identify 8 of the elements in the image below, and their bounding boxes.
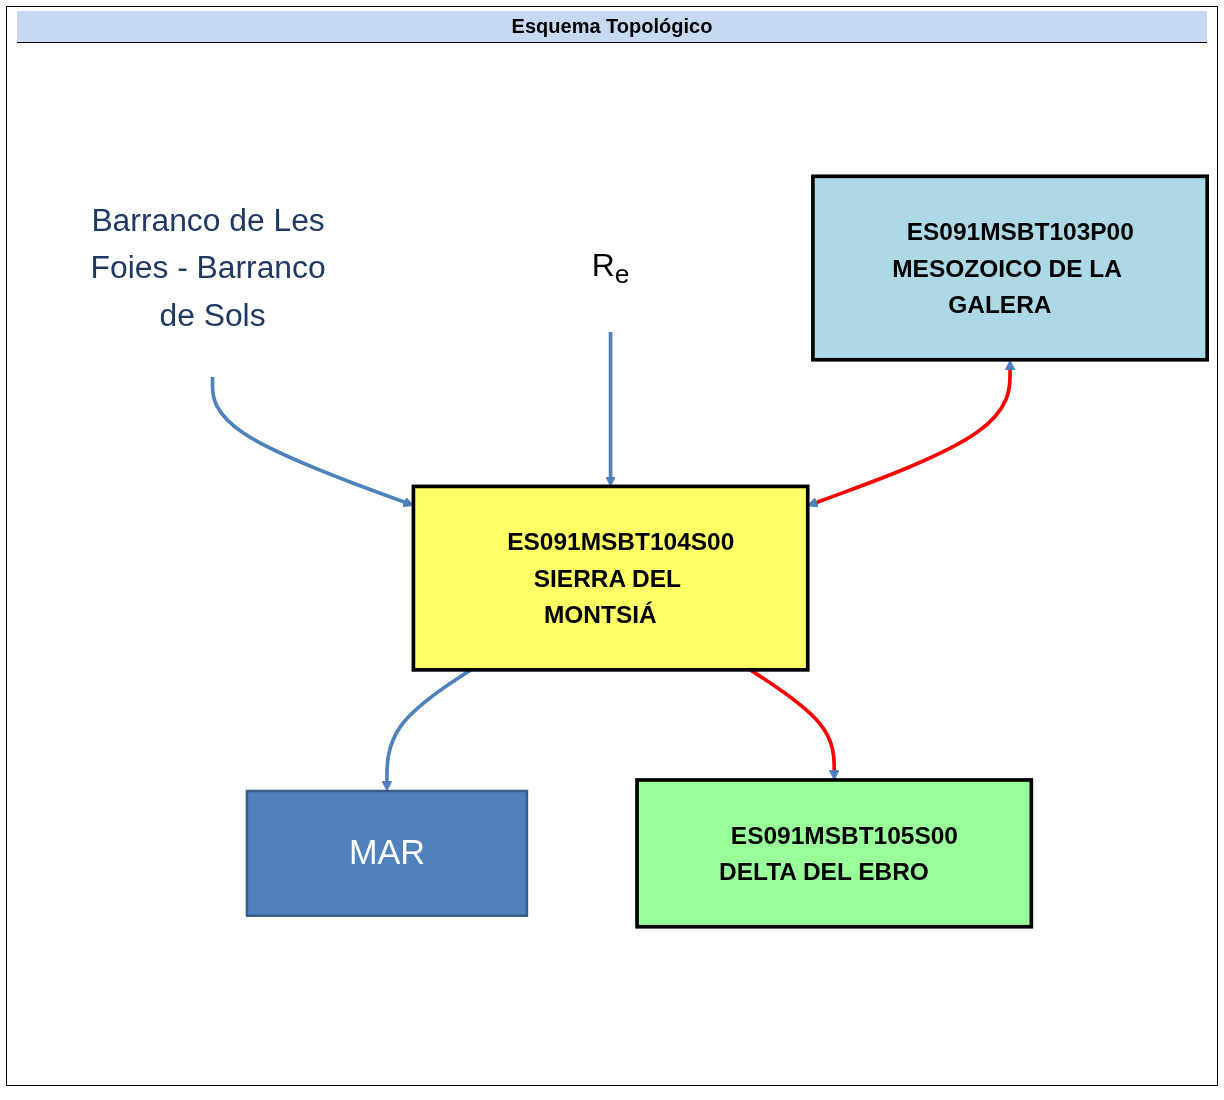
node-text: R$_{e}$ [591,245,630,289]
node-text: Barranco de Les Foies - Barranco de Sols [90,201,326,334]
title-bar: Esquema Topológico [17,11,1207,43]
node-box: ES091MSBT104S00 SIERRA DEL MONTSIÁ [411,484,810,672]
node-box: ES091MSBT105S00 DELTA DEL EBRO [635,777,1034,929]
node-box: MAR [245,789,529,917]
node-box: ES091MSBT103P00 MESOZOICO DE LA GALERA [811,174,1210,362]
arrow [605,331,616,487]
